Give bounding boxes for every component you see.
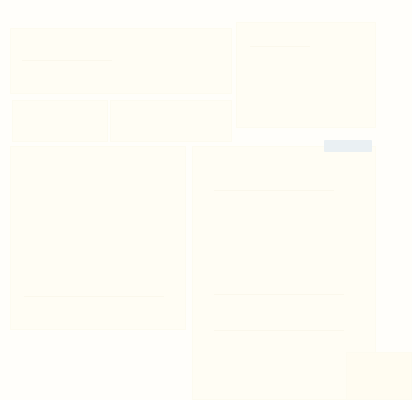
bottom-right-corner-panel <box>346 352 412 400</box>
divider-line <box>24 296 164 297</box>
left-small-panel <box>12 100 108 142</box>
divider-line <box>250 46 310 47</box>
highlight-bar[interactable] <box>324 140 372 152</box>
left-content-panel <box>10 146 186 330</box>
divider-line <box>214 190 334 191</box>
top-right-panel <box>236 22 376 128</box>
divider-line <box>22 60 112 61</box>
right-content-panel <box>192 146 376 400</box>
center-small-panel <box>110 100 232 142</box>
divider-line <box>214 294 344 295</box>
divider-line <box>214 330 344 331</box>
top-left-panel <box>10 28 232 94</box>
